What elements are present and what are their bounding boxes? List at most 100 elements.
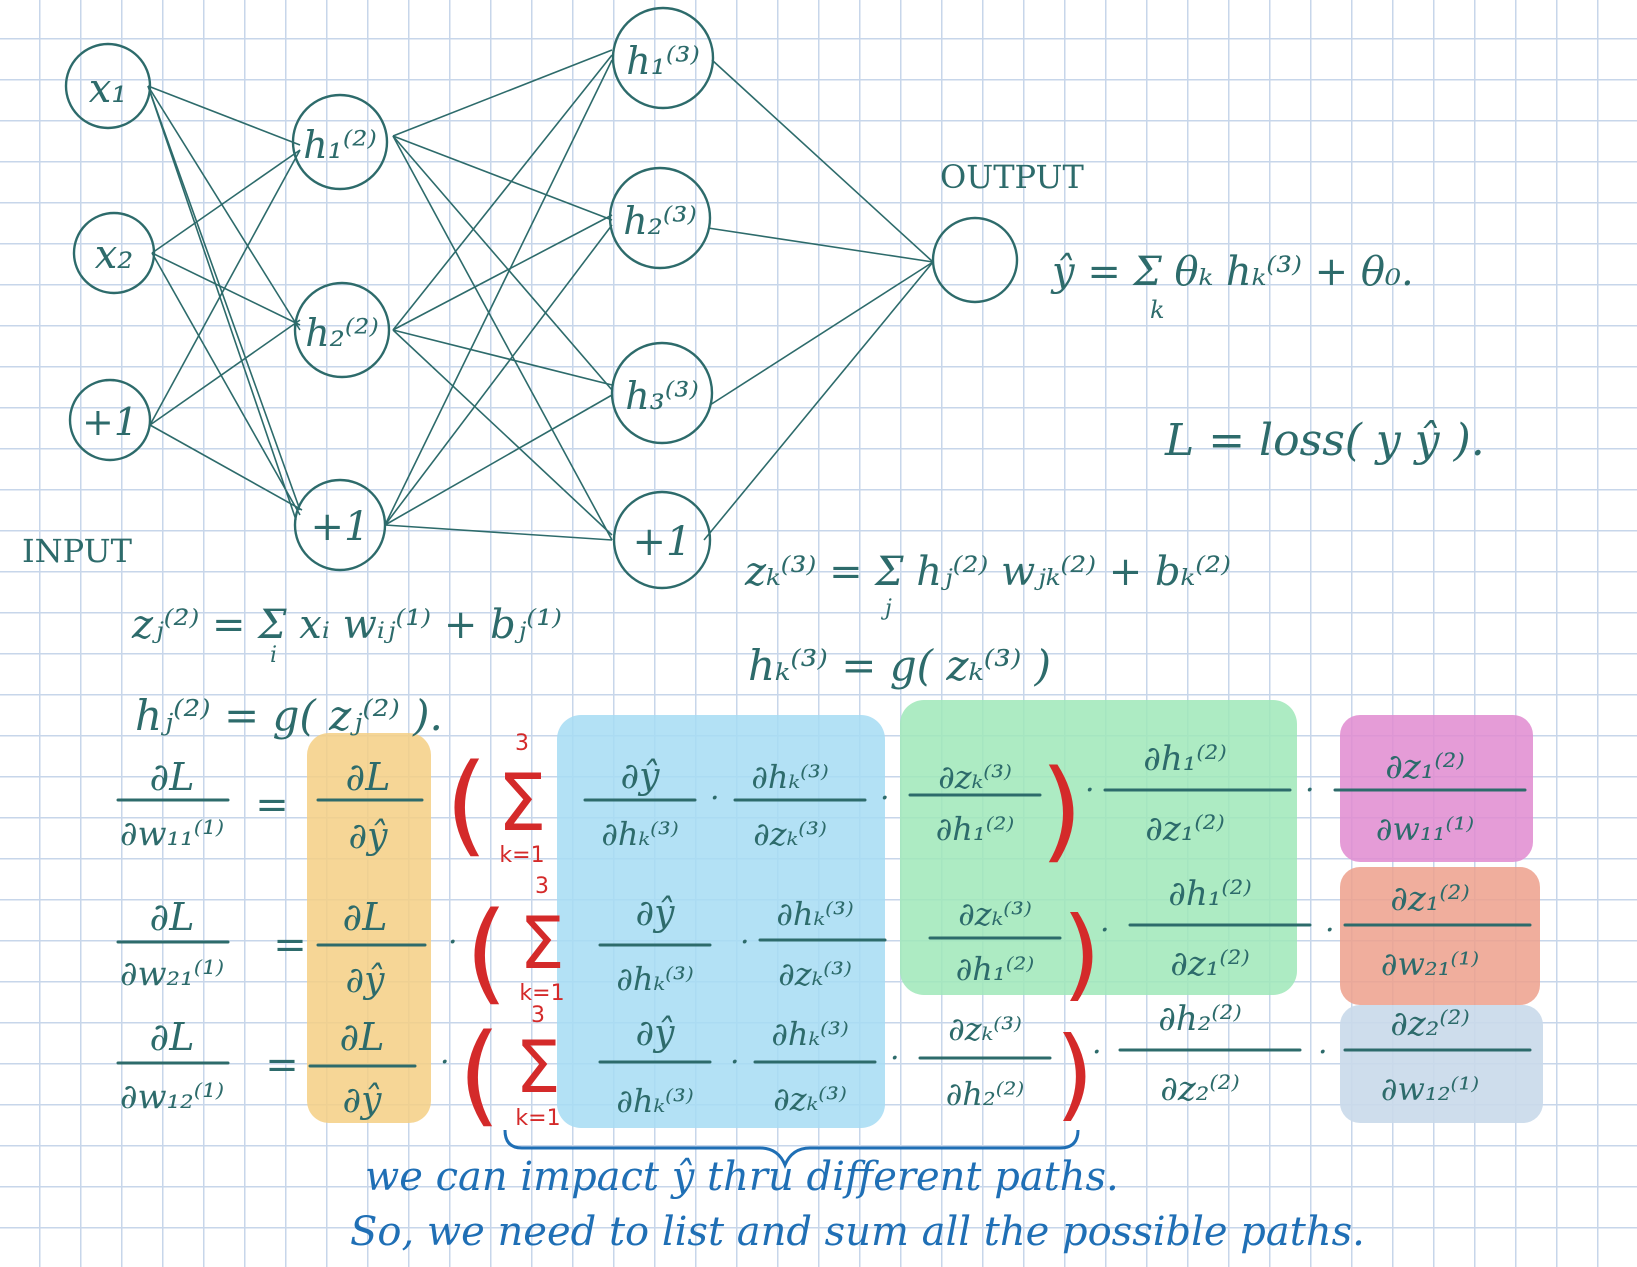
row2-f1-num: ∂L [343,895,388,939]
row3-sum-top: 3 [531,1003,545,1028]
row2-sum: Σ [519,901,565,985]
row3-f2-num: ∂ŷ [636,1013,676,1054]
row1-paren-close: ) [1040,746,1083,874]
svg-text:·: · [710,781,720,816]
row2-lhs-den: ∂w₂₁⁽¹⁾ [120,954,224,994]
row1-f3-den: ∂zₖ⁽³⁾ [753,815,827,853]
row3-f6-num: ∂z₂⁽²⁾ [1390,1004,1469,1044]
row2-f4-num: ∂zₖ⁽³⁾ [958,895,1032,933]
edge [384,224,613,526]
row2-sum-top: 3 [535,874,549,899]
node-output [931,216,1019,304]
row2-f6-den: ∂w₂₁⁽¹⁾ [1381,945,1479,983]
node-h1-3 [611,6,715,110]
eq-hj2: hⱼ⁽²⁾ = g( zⱼ⁽²⁾ ). [135,691,443,740]
node-x2-label: x₂ [95,232,134,278]
network-edges [147,49,934,541]
node-x2 [72,211,156,295]
row3-f3-den: ∂zₖ⁽³⁾ [773,1080,847,1118]
row2-f3-den: ∂zₖ⁽³⁾ [778,955,852,993]
edge [703,261,934,541]
svg-text:·: · [448,925,458,960]
row3-f2-den: ∂hₖ⁽³⁾ [616,1082,693,1120]
node-x1 [64,42,152,130]
eq-loss: L = loss( y ŷ ). [1164,415,1485,466]
eq-zk3: zₖ⁽³⁾ = Σ hⱼ⁽²⁾ wⱼₖ⁽²⁾ + bₖ⁽²⁾ [744,549,1231,595]
node-h2-2-label: h₂⁽²⁾ [305,311,379,355]
note-line-2: So, we need to list and sum all the poss… [350,1209,1365,1255]
edge [707,227,934,263]
row3-equals: = [265,1042,299,1088]
derivative-row-2: ∂L ∂w₂₁⁽¹⁾ = ∂L ∂ŷ · ( 3 Σ k=1 ∂ŷ ∂hₖ⁽³⁾… [116,874,1532,1016]
svg-text:·: · [440,1045,450,1080]
row3-lhs-num: ∂L [150,1015,195,1059]
row2-f6-num: ∂z₁⁽²⁾ [1390,879,1469,919]
svg-text:·: · [1318,1035,1328,1070]
edge [151,149,301,254]
orange-highlight [1340,867,1540,1005]
row1-f4-den: ∂h₁⁽²⁾ [936,810,1015,848]
row3-f6-den: ∂w₁₂⁽¹⁾ [1381,1070,1479,1108]
row3-f5-den: ∂z₂⁽²⁾ [1160,1069,1239,1109]
edge [151,252,301,516]
derivative-row-3: ∂L ∂w₁₂⁽¹⁾ = ∂L ∂ŷ · ( 3 Σ k=1 ∂ŷ ∂hₖ⁽³⁾… [116,999,1532,1138]
input-layer: x₁ x₂ +1 [64,42,156,462]
row3-f1-num: ∂L [340,1015,385,1059]
node-bias-input-label: +1 [82,400,138,444]
edge [147,85,301,146]
row1-f4-num: ∂zₖ⁽³⁾ [938,758,1012,796]
underbrace [503,1129,1080,1169]
yellow-highlight [307,733,431,1123]
eq-zj2-sub: i [270,643,277,668]
row2-f5-den: ∂z₁⁽²⁾ [1170,944,1249,984]
row1-f5-den: ∂z₁⁽²⁾ [1145,809,1224,849]
node-h1-3-label: h₁⁽³⁾ [626,39,700,83]
row2-f4-den: ∂h₁⁽²⁾ [956,950,1035,988]
row3-f5-num: ∂h₂⁽²⁾ [1158,999,1241,1039]
row1-f6-den: ∂w₁₁⁽¹⁾ [1376,810,1474,848]
row2-f1-den: ∂ŷ [346,960,386,1001]
node-bias-input [68,378,152,462]
row1-f5-num: ∂h₁⁽²⁾ [1143,739,1226,779]
edge [384,59,613,526]
edge [151,252,301,326]
eq-zk3-sub: j [880,596,892,621]
row1-sum-top: 3 [515,731,529,756]
row2-equals: = [273,922,307,968]
edge [392,329,613,536]
row1-equals: = [255,782,289,828]
row2-paren-open: ( [465,888,508,1016]
green-highlight [900,700,1297,995]
edge [147,85,297,521]
edge [384,394,613,526]
row3-paren-close: ) [1055,1015,1094,1132]
row3-f4-den: ∂h₂⁽²⁾ [946,1075,1025,1113]
input-label: INPUT [22,532,133,570]
edge [392,135,613,391]
eq-yhat: ŷ = Σ θₖ hₖ⁽³⁾ + θ₀. [1050,249,1414,295]
row1-f6-num: ∂z₁⁽²⁾ [1385,747,1464,787]
row1-f1-num: ∂L [346,755,391,799]
notes: we can impact ŷ thru different paths. So… [350,1154,1365,1255]
svg-text:·: · [1085,773,1095,808]
row3-f3-num: ∂hₖ⁽³⁾ [771,1015,848,1053]
svg-text:·: · [880,781,890,816]
edge [709,261,934,406]
edge [392,49,613,137]
output-layer: OUTPUT INPUT [22,158,1084,570]
row1-f2-den: ∂hₖ⁽³⁾ [601,815,678,853]
row1-lhs-num: ∂L [150,755,195,799]
svg-text:·: · [1305,773,1315,808]
node-h1-2 [291,93,389,191]
edge [392,54,613,331]
edge [149,424,303,511]
derivative-row-1: ∂L ∂w₁₁⁽¹⁾ = ∂L ∂ŷ ( 3 Σ k=1 ∂ŷ ∂hₖ⁽³⁾ ·… [116,731,1527,874]
row2-lhs-num: ∂L [150,895,195,939]
node-h1-2-label: h₁⁽²⁾ [303,123,377,167]
row2-f2-den: ∂hₖ⁽³⁾ [616,960,693,998]
edge [149,149,301,426]
edge [392,214,613,331]
node-bias-h3-label: +1 [633,519,692,565]
